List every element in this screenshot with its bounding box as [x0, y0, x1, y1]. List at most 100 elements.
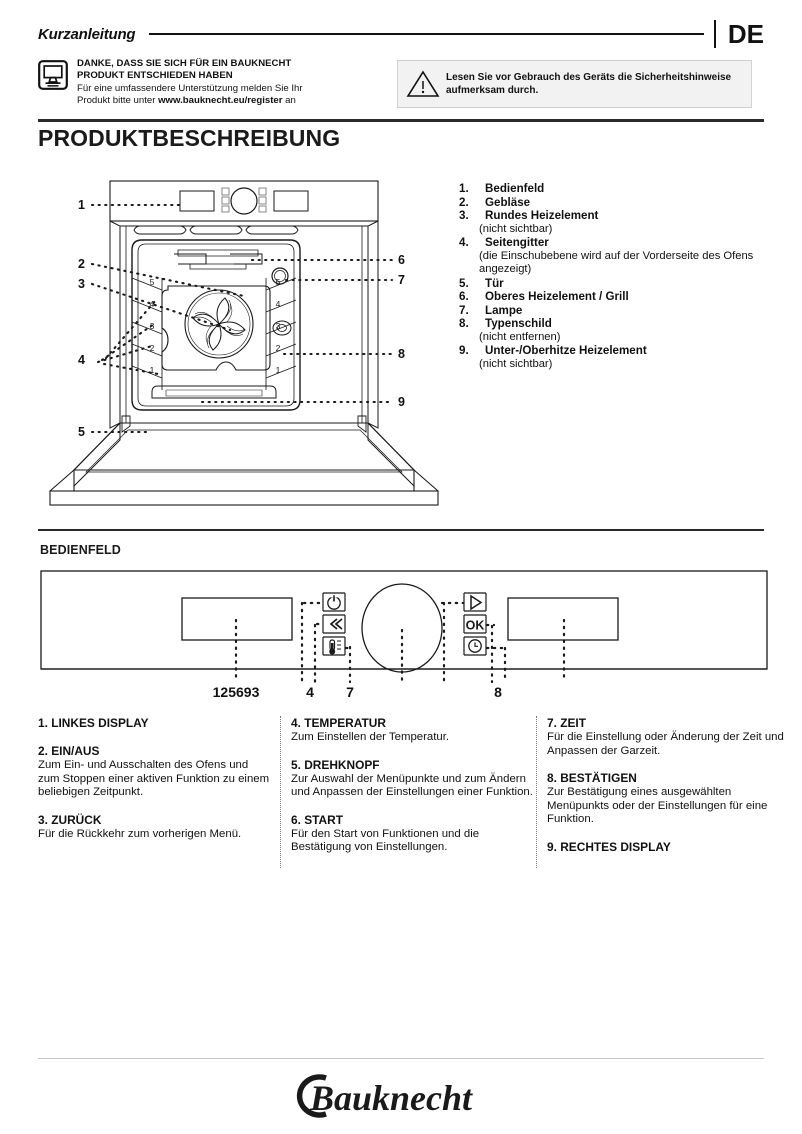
brand-wordmark: Bauknecht	[309, 1078, 473, 1118]
parts-item-number: 8.	[459, 317, 469, 331]
oven-callout-2: 2	[78, 257, 85, 271]
parts-item-number: 9.	[459, 344, 469, 358]
oven-callout-8: 8	[398, 347, 405, 361]
desc-heading: 9. RECHTES DISPLAY	[547, 839, 671, 854]
parts-item: 6. Oberes Heizelement / Grill	[459, 290, 794, 304]
shelf-level-right-2: 2	[276, 343, 281, 353]
shelf-level-left-5: 5	[150, 277, 155, 287]
desc-body: Für den Start von Funktionen und die Bes…	[291, 827, 480, 854]
parts-item: 4. Seitengitter	[459, 236, 794, 250]
panel-outline	[40, 570, 768, 670]
shelf-level-right-3: 3	[276, 321, 281, 331]
parts-item: 7. Lampe	[459, 304, 794, 318]
oven-callout-6: 6	[398, 253, 405, 267]
oven-callout-1: 1	[78, 198, 85, 212]
safety-warning-box: Lesen Sie vor Gebrauch des Geräts die Si…	[397, 60, 752, 108]
thanks-line-1: DANKE, DASS SIE SICH FÜR EIN BAUKNECHT	[77, 58, 292, 69]
control-panel-title: BEDIENFELD	[40, 543, 121, 557]
desc-heading: 1. LINKES DISPLAY	[38, 716, 149, 730]
thanks-block: DANKE, DASS SIE SICH FÜR EIN BAUKNECHT P…	[38, 58, 378, 108]
leader-4b	[100, 322, 156, 362]
brand-logo: Bauknecht	[0, 1072, 802, 1125]
parts-item-label: Gebläse	[485, 195, 531, 209]
parts-item: 9. Unter-/Oberhitze Heizelement	[459, 344, 794, 358]
parts-item-label: Bedienfeld	[485, 182, 545, 195]
parts-item-number: 6.	[459, 290, 469, 304]
parts-item-number: 2.	[459, 195, 469, 209]
oven-callout-4: 4	[78, 353, 85, 367]
parts-item-label: Typenschild	[485, 317, 552, 331]
document-kicker: Kurzanleitung	[38, 25, 136, 43]
descriptions-column-3: 7. ZEIT Für die Einstellung oder Änderun…	[536, 716, 786, 868]
document-header: Kurzanleitung DE	[38, 18, 764, 50]
parts-item-note: (die Einschubebene wird auf der Vorderse…	[479, 249, 754, 276]
header-tick	[713, 20, 716, 48]
shelf-level-left-1: 1	[150, 365, 155, 375]
control-panel-rule	[38, 529, 764, 531]
header-rule	[149, 33, 704, 35]
parts-item: 8. Typenschild	[459, 317, 794, 331]
parts-legend-list: 1. Bedienfeld 2. Gebläse 3. Rundes Heize…	[459, 182, 794, 371]
safety-warning-text: Lesen Sie vor Gebrauch des Geräts die Si…	[446, 72, 732, 96]
parts-item-label: Seitengitter	[485, 236, 549, 250]
oven-diagram: 5 4 3 2 1 5 4 3 2 1 1	[49, 180, 439, 506]
bauknecht-logo-mark: Bauknecht	[296, 1074, 473, 1118]
start-icon	[463, 592, 487, 612]
descriptions-column-2: 4. TEMPERATUR Zum Einstellen der Tempera…	[280, 716, 536, 868]
parts-item-label: Oberes Heizelement / Grill	[485, 290, 629, 304]
panel-callout-group: 125693	[213, 684, 260, 700]
leader-3	[90, 282, 232, 332]
parts-item-number: 3.	[459, 209, 469, 223]
product-description-rule	[38, 119, 764, 122]
desc-heading: 4. TEMPERATUR	[291, 716, 386, 730]
ok-label: OK	[466, 619, 485, 633]
register-suffix: an	[282, 95, 296, 107]
oven-callout-5: 5	[78, 425, 85, 439]
warning-triangle-icon	[406, 69, 440, 99]
parts-item-note: (nicht sichtbar)	[479, 222, 553, 235]
left-display	[181, 597, 293, 641]
parts-item: 3. Rundes Heizelement	[459, 209, 794, 223]
right-button-column: OK	[463, 592, 487, 656]
leader-4c	[96, 344, 154, 364]
desc-heading: 5. DREHKNOPF	[291, 757, 380, 772]
desc-body: Zum Ein- und Ausschalten des Ofens und z…	[38, 759, 270, 799]
panel-callout-7: 7	[346, 684, 354, 700]
function-descriptions: 1. LINKES DISPLAY 2. EIN/AUS Zum Ein- un…	[38, 716, 786, 868]
parts-item-label: Rundes Heizelement	[485, 209, 599, 223]
desc-heading: 8. BESTÄTIGEN	[547, 771, 637, 786]
shelf-level-left-2: 2	[150, 343, 155, 353]
leader-2	[90, 262, 246, 298]
shelf-level-right-4: 4	[276, 299, 281, 309]
ok-icon: OK	[463, 614, 487, 634]
parts-item-number: 1.	[459, 182, 469, 195]
parts-item-number: 4.	[459, 236, 469, 250]
parts-item-label: Lampe	[485, 303, 523, 317]
parts-item-note: (nicht entfernen)	[479, 330, 561, 343]
shelf-level-right-5: 5	[276, 277, 281, 287]
thanks-text: DANKE, DASS SIE SICH FÜR EIN BAUKNECHT P…	[77, 58, 303, 108]
desc-heading: 2. EIN/AUS	[38, 744, 100, 758]
register-prefix: Produkt bitte unter	[77, 95, 159, 107]
register-url[interactable]: www.bauknecht.eu/register	[158, 95, 283, 107]
desc-heading: 3. ZURÜCK	[38, 812, 102, 827]
descriptions-column-1: 1. LINKES DISPLAY 2. EIN/AUS Zum Ein- un…	[38, 716, 280, 868]
parts-item: 2. Gebläse	[459, 196, 794, 210]
desc-heading: 7. ZEIT	[547, 716, 586, 730]
parts-item: 1. Bedienfeld	[459, 182, 794, 196]
desc-body: Für die Einstellung oder Änderung der Ze…	[547, 731, 784, 757]
power-icon	[322, 592, 346, 612]
desc-body: Zur Bestätigung eines ausgewählten Menüp…	[547, 786, 768, 826]
parts-item-number: 5.	[459, 276, 469, 290]
oven-callout-3: 3	[78, 277, 85, 291]
language-code: DE	[727, 18, 764, 49]
parts-item-label: Unter-/Oberhitze Heizelement	[485, 344, 647, 358]
shelf-level-right-1: 1	[276, 365, 281, 375]
panel-callout-4: 4	[306, 684, 314, 700]
oven-callout-7: 7	[398, 273, 405, 287]
desc-body: Zum Einstellen der Temperatur.	[291, 731, 450, 743]
page-title: PRODUKTBESCHREIBUNG	[38, 125, 341, 151]
control-panel-diagram: OK	[40, 570, 768, 700]
thanks-line-4: Produkt bitte unter www.bauknecht.eu/reg…	[77, 95, 303, 107]
